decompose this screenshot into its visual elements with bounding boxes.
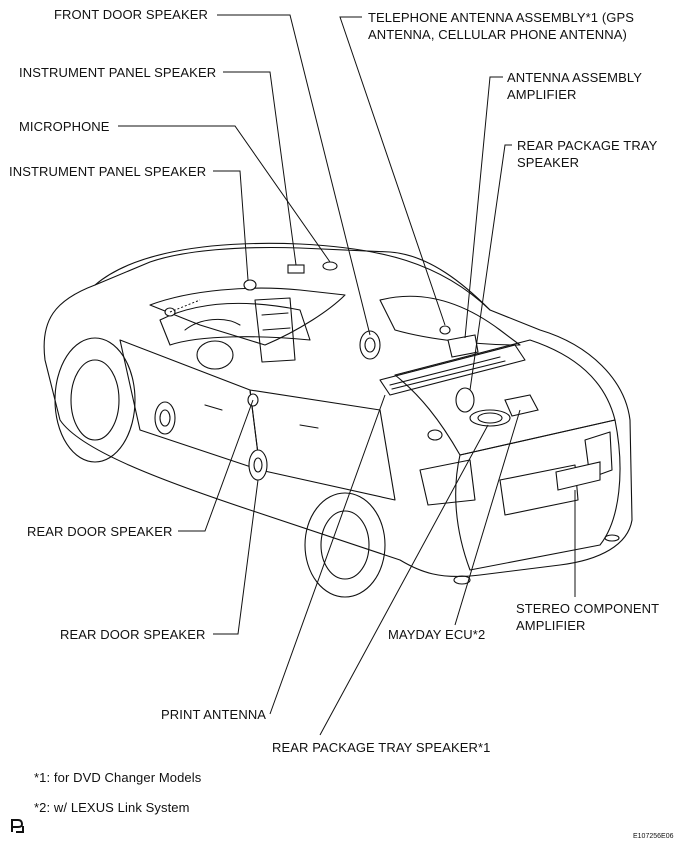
rear-package-tray	[379, 344, 526, 396]
label-rear-door-speaker-lower: REAR DOOR SPEAKER	[60, 627, 206, 642]
label-rear-package-tray-line2: SPEAKER	[517, 155, 580, 170]
windshield	[149, 287, 346, 346]
antenna-amplifier-marker	[447, 334, 479, 358]
tail-light-left	[419, 459, 476, 506]
car-body-outline	[43, 246, 633, 578]
label-front-door-speaker: FRONT DOOR SPEAKER	[54, 7, 208, 22]
label-instrument-panel-speaker-top: INSTRUMENT PANEL SPEAKER	[19, 65, 217, 80]
label-stereo-component-amplifier-line2: AMPLIFIER	[516, 618, 586, 633]
label-telephone-antenna-line1: TELEPHONE ANTENNA ASSEMBLY*1 (GPS	[368, 10, 635, 25]
figure-code: E107256E06	[633, 833, 674, 840]
rear-bumper	[455, 419, 621, 571]
instrument-panel-speaker-marker	[243, 279, 257, 291]
front-door	[119, 339, 261, 471]
mayday-ecu-marker	[504, 394, 539, 417]
rear-door	[249, 389, 396, 501]
rear-package-tray-speaker-marker	[455, 387, 475, 413]
label-antenna-assembly-amplifier-line1: ANTENNA ASSEMBLY	[507, 70, 643, 85]
footnote-2: *2: w/ LEXUS Link System	[34, 800, 190, 815]
label-microphone: MICROPHONE	[19, 119, 110, 134]
instrument-panel-speaker-marker-top	[287, 264, 305, 274]
rear-window	[379, 295, 521, 346]
dashboard	[159, 302, 311, 346]
center-console	[254, 297, 296, 363]
stereo-amplifier-marker	[555, 461, 601, 491]
exhaust-left	[453, 575, 471, 585]
telephone-antenna-marker	[439, 325, 451, 335]
front-wheel	[54, 337, 136, 463]
rear-wheel	[304, 492, 386, 598]
license-plate-area	[499, 464, 579, 516]
roof-line	[94, 242, 491, 311]
label-telephone-antenna-line2: ANTENNA, CELLULAR PHONE ANTENNA)	[368, 27, 627, 42]
label-instrument-panel-speaker: INSTRUMENT PANEL SPEAKER	[9, 164, 207, 179]
footnote-1: *1: for DVD Changer Models	[34, 770, 202, 785]
exhaust-right	[604, 534, 620, 542]
microphone-marker	[322, 261, 338, 271]
label-mayday-ecu: MAYDAY ECU*2	[388, 627, 486, 642]
label-rear-door-speaker-upper: REAR DOOR SPEAKER	[27, 524, 173, 539]
label-antenna-assembly-amplifier-line2: AMPLIFIER	[507, 87, 577, 102]
trunk-lid	[394, 339, 616, 456]
label-rear-package-tray-line1: REAR PACKAGE TRAY	[517, 138, 658, 153]
label-stereo-component-amplifier-line1: STEREO COMPONENT	[516, 601, 660, 616]
label-rear-package-tray-speaker-1: REAR PACKAGE TRAY SPEAKER*1	[272, 740, 491, 755]
label-print-antenna: PRINT ANTENNA	[161, 707, 267, 722]
